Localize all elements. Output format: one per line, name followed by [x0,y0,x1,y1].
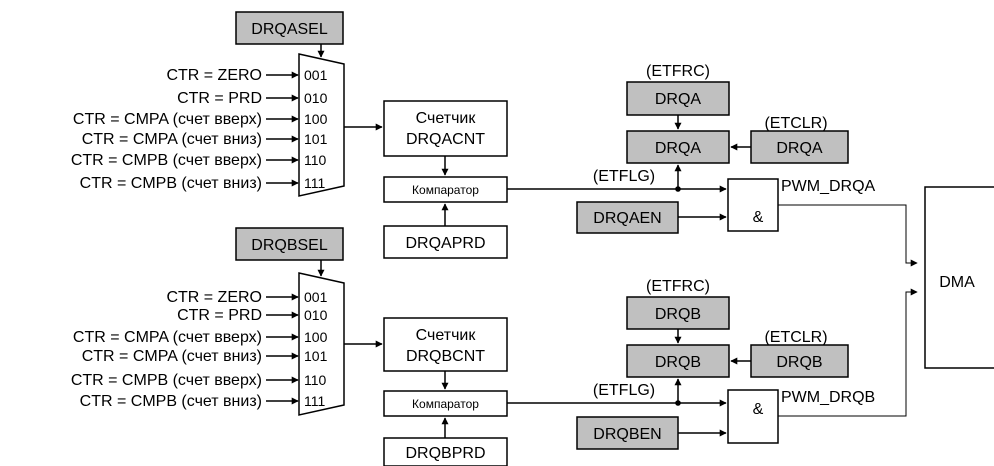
channel-b-clr-box-label: DRQB [776,354,822,371]
channel-b-input-1: CTR = PRD 010 [177,307,327,324]
channel-b-input-0: CTR = ZERO 001 [166,289,327,306]
channel-b-cond-1: CTR = PRD [177,307,262,324]
channel-a-cond-5: CTR = CMPB (счет вниз) [80,175,262,192]
channel-a-code-3: 101 [304,131,328,147]
channel-a-sel-register [235,11,344,45]
channel-b-cond-4: CTR = CMPB (счет вверх) [71,372,262,389]
channel-b-prd-register [383,437,508,466]
channel-a-comparator [383,176,508,203]
channel-b-prd-label: DRQBPRD [405,445,485,462]
channel-b-enable-label: DRQBEN [593,426,661,443]
channel-b-clr-register [750,344,849,378]
channel-a-enable-label: DRQAEN [593,210,661,227]
channel-b-counter [383,317,508,372]
channel-b-code-3: 101 [304,348,328,364]
dma-block [924,186,994,369]
channel-b-and-gate [727,389,779,444]
channel-a-counter-line1: Счетчик [416,110,477,127]
channel-a-mux [298,53,345,197]
channel-a-frc-box-label: DRQA [655,91,702,108]
channel-a: DRQASEL CTR = ZERO 001 CTR = PRD 010 CTR… [71,11,918,267]
channel-b-sel-register [235,227,344,261]
channel-a-clr-box-label: DRQA [776,140,823,157]
channel-a-input-0: CTR = ZERO 001 [166,67,327,84]
channel-b-input-4: CTR = CMPB (счет вверх) 110 [71,372,327,389]
channel-b-code-4: 110 [304,372,327,388]
channel-a-code-4: 110 [304,152,327,168]
channel-a-etclr-label: (ETCLR) [764,115,827,132]
channel-a-code-5: 111 [304,175,325,191]
channel-b-output-label: PWM_DRQB [781,389,875,406]
channel-b-comparator [383,390,508,417]
channel-b-frc-box-label: DRQB [655,306,701,323]
channel-b-mux [298,272,345,416]
channel-a-prd-label: DRQAPRD [405,235,485,252]
channel-b: DRQBSEL CTR = ZERO 001 CTR = PRD 010 CTR… [71,227,918,466]
channel-a-and-symbol: & [753,209,764,226]
channel-b-code-0: 001 [304,289,328,305]
channel-b-input-2: CTR = CMPA (счет вверх) 100 [73,329,328,346]
channel-a-cond-1: CTR = PRD [177,90,262,107]
channel-b-cond-5: CTR = CMPB (счет вниз) [80,393,262,410]
channel-b-code-5: 111 [304,393,325,409]
dma-label: DMA [939,274,975,291]
channel-b-and-symbol: & [753,401,764,418]
channel-b-input-5: CTR = CMPB (счет вниз) 111 [80,393,326,410]
channel-a-cond-0: CTR = ZERO [166,67,262,84]
channel-a-sel-label: DRQASEL [251,21,328,38]
channel-b-sel-label: DRQBSEL [251,237,328,254]
channel-a-counter-line2: DRQACNT [406,131,485,148]
channel-a-output-to-dma [778,204,918,267]
channel-b-etflg-label: (ETFLG) [593,382,655,399]
channel-a-etflg-label: (ETFLG) [593,168,655,185]
channel-a-code-2: 100 [304,111,328,127]
channel-b-counter-line2: DRQBCNT [406,348,485,365]
channel-b-output-to-dma [778,288,918,417]
channel-b-cond-3: CTR = CMPA (счет вниз) [82,348,262,365]
channel-b-cond-0: CTR = ZERO [166,289,262,306]
channel-b-etfrc-label: (ETFRC) [646,278,710,295]
channel-a-cond-3: CTR = CMPA (счет вниз) [82,131,262,148]
channel-b-counter-line1: Счетчик [416,327,477,344]
channel-a-etfrc-label: (ETFRC) [646,63,710,80]
channel-a-cond-2: CTR = CMPA (счет вверх) [73,111,262,128]
channel-b-cond-2: CTR = CMPA (счет вверх) [73,329,262,346]
channel-b-comparator-label: Компаратор [412,397,479,411]
channel-a-code-0: 001 [304,67,328,83]
channel-a-code-1: 010 [304,90,328,106]
channel-a-input-2: CTR = CMPA (счет вверх) 100 [73,111,328,128]
channel-b-etclr-label: (ETCLR) [764,329,827,346]
channel-a-frc-register [626,81,730,116]
channel-a-comparator-label: Компаратор [412,183,479,197]
channel-a-input-3: CTR = CMPA (счет вниз) 101 [82,131,328,148]
channel-b-flag-register [626,344,730,378]
channel-a-cond-4: CTR = CMPB (счет вверх) [71,152,262,169]
channel-a-input-4: CTR = CMPB (счет вверх) 110 [71,152,327,169]
channel-a-prd-register [383,225,508,259]
channel-a-output-label: PWM_DRQA [781,178,876,195]
channel-a-counter [383,100,508,157]
channel-b-input-3: CTR = CMPA (счет вниз) 101 [82,348,328,365]
channel-a-input-5: CTR = CMPB (счет вниз) 111 [80,175,326,192]
channel-a-input-1: CTR = PRD 010 [177,90,327,107]
channel-a-flag-box-label: DRQA [655,140,702,157]
channel-b-flag-box-label: DRQB [655,354,701,371]
channel-b-code-2: 100 [304,329,328,345]
channel-b-code-1: 010 [304,307,328,323]
channel-a-flag-register [626,130,730,164]
channel-b-enable-register [576,416,679,450]
